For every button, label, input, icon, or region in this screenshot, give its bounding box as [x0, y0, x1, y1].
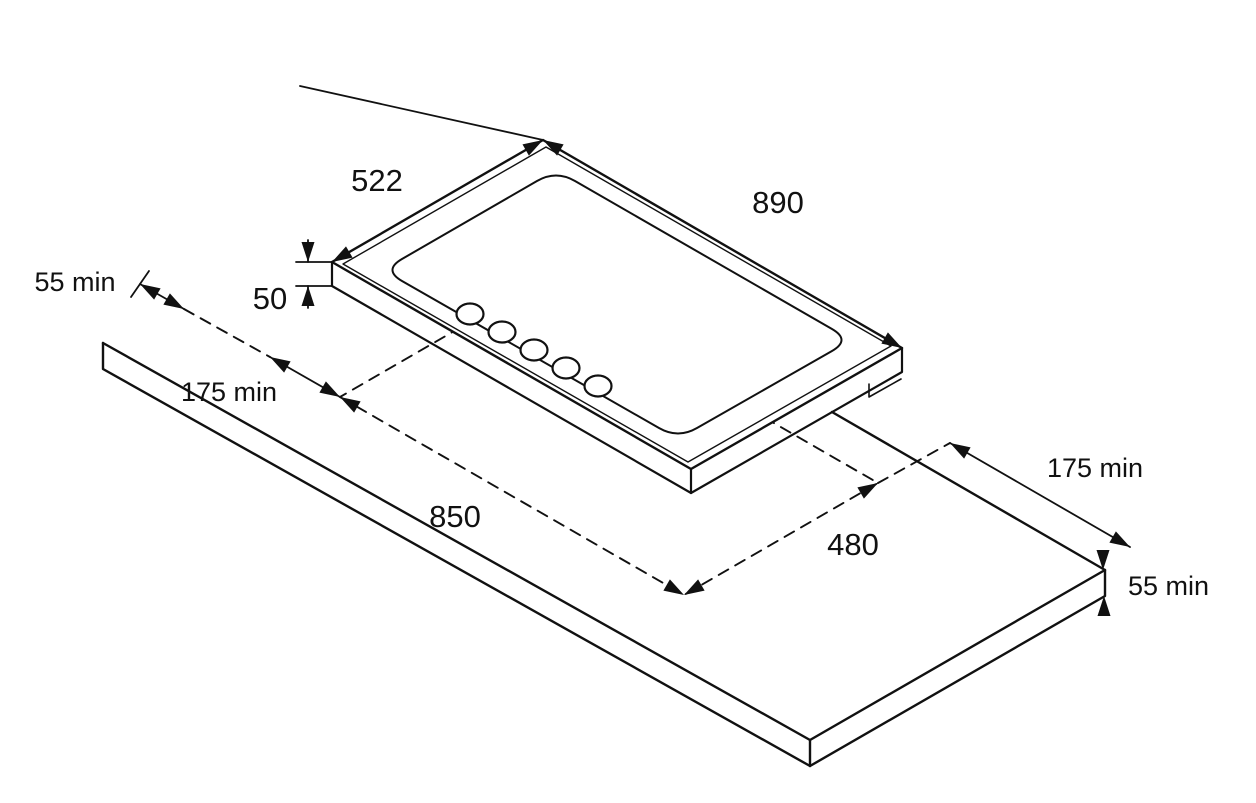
knob-5 [583, 374, 613, 398]
leader-line [299, 85, 544, 141]
arrow-icon-480-right [857, 483, 878, 499]
arrow-icon-890-right [881, 332, 902, 348]
label-hob-height: 50 [253, 281, 287, 316]
arrow-icon-850-right [663, 579, 684, 595]
hob-glass-surface [391, 174, 843, 435]
arrow-icon-850-left [340, 397, 361, 413]
label-hob-width: 522 [351, 163, 403, 198]
label-clearance-back: 55 min [34, 267, 115, 297]
extension-line-right [877, 442, 951, 484]
hob-left-side-face [330, 260, 693, 495]
label-clearance-right: 175 min [1047, 453, 1143, 483]
arrow-icon-55min-back-2 [163, 293, 184, 309]
countertop-front-left-face [101, 341, 812, 768]
label-hob-length: 890 [752, 185, 804, 220]
dimension-labels: 55 min 522 890 50 175 min 850 480 175 mi… [34, 163, 1209, 601]
dimension-arrows [140, 140, 1130, 616]
extension-line-left [183, 308, 271, 358]
hob-outline [330, 138, 904, 495]
arrow-icon-50-top [301, 242, 315, 262]
arrow-icon-890-left [543, 140, 564, 156]
knob-2 [487, 320, 517, 344]
hob-mounting-step [868, 378, 902, 398]
arrow-icon-522-right [522, 140, 543, 156]
countertop-front-right-face [808, 568, 1107, 768]
label-cutout-width: 480 [827, 527, 879, 562]
arrow-icon-175min-left-1 [270, 357, 291, 373]
label-clearance-front: 55 min [1128, 571, 1209, 601]
arrow-icon-55min-back-1 [140, 284, 161, 300]
dim-line-175-right [949, 442, 1131, 548]
arrow-icon-50-bottom [301, 286, 315, 306]
knob-4 [551, 356, 581, 380]
arrow-icon-175min-right-2 [1109, 531, 1130, 547]
hob-right-side-face [689, 346, 904, 495]
knob-3 [519, 338, 549, 362]
label-clearance-left: 175 min [181, 377, 277, 407]
countertop-top-face [101, 341, 1107, 742]
label-cutout-length: 850 [429, 499, 481, 534]
hob-inner-rim [342, 146, 892, 463]
arrow-icon-175min-right-1 [950, 443, 971, 459]
arrow-icon-522-left [332, 246, 353, 262]
countertop-outline [101, 341, 1107, 768]
arrow-icon-55min-front-2 [1097, 596, 1111, 616]
control-knobs [455, 302, 613, 398]
arrow-icon-55min-front-1 [1096, 550, 1110, 570]
arrow-icon-175min-left-2 [319, 381, 340, 397]
arrow-icon-480-left [684, 579, 705, 595]
knob-1 [455, 302, 485, 326]
